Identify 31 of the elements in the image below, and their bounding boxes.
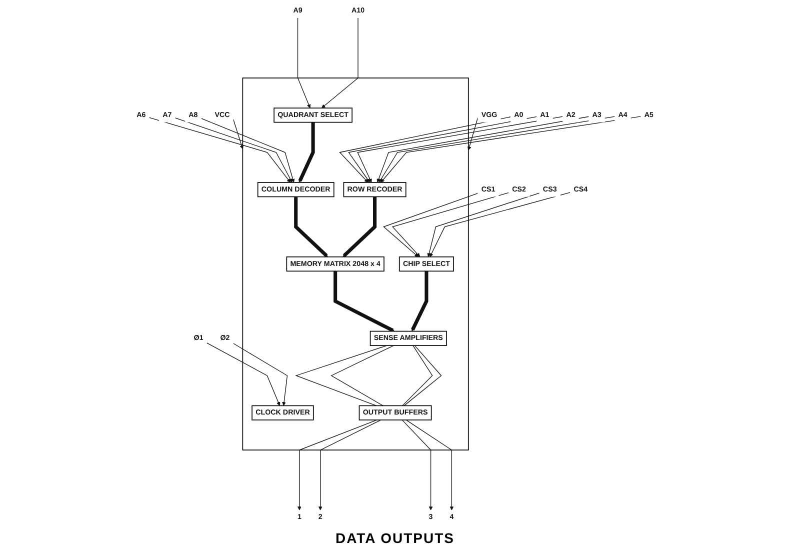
arrow (297, 420, 378, 510)
arrow (342, 196, 377, 258)
arrow (148, 117, 291, 183)
arrow (297, 18, 311, 108)
arrow (411, 271, 428, 332)
arrow (392, 192, 509, 258)
arrow (206, 342, 280, 406)
connector (402, 345, 433, 406)
arrow (430, 192, 570, 258)
arrow (232, 118, 244, 150)
connector (330, 345, 394, 406)
arrow (468, 118, 478, 150)
arrow (232, 343, 288, 406)
arrow (318, 420, 382, 510)
arrow (357, 116, 563, 183)
note-text: DATA OUTPUTS (335, 530, 455, 546)
arrow (402, 420, 433, 510)
arrow (383, 192, 478, 258)
connector (404, 345, 442, 406)
connector (295, 345, 388, 406)
arrow (174, 118, 292, 183)
cluster (242, 78, 469, 450)
arrow (321, 18, 358, 108)
arrow (339, 116, 511, 183)
arrow (406, 420, 454, 510)
arrow (201, 118, 295, 183)
arrow (427, 192, 540, 258)
arrow (294, 196, 328, 258)
arrow (348, 116, 537, 183)
arrow (298, 122, 315, 183)
arrow (334, 271, 395, 332)
